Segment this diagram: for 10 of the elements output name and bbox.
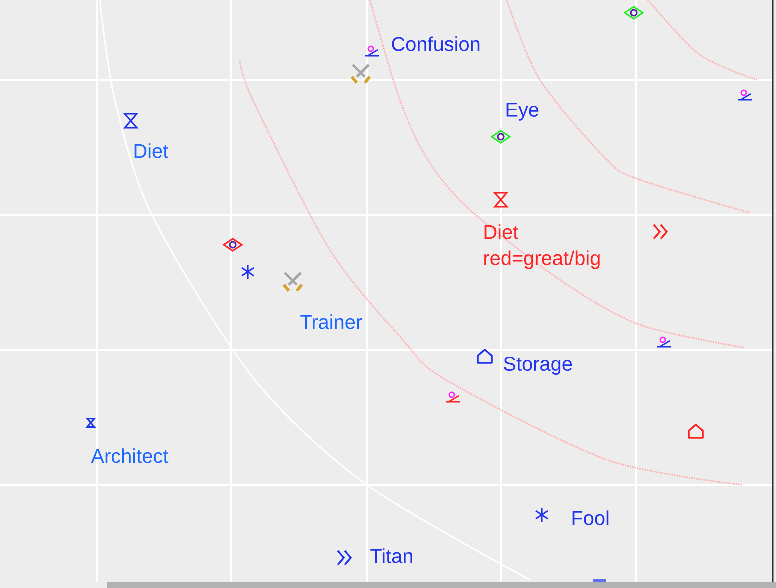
point-label: Storage bbox=[504, 356, 572, 376]
point-label: Confusion bbox=[392, 36, 480, 52]
point-label: Fool bbox=[572, 510, 609, 526]
point-label: Titan bbox=[370, 548, 412, 564]
point-label: Diet bbox=[484, 224, 518, 240]
point-label: Architect bbox=[91, 448, 169, 464]
point-label: Diet bbox=[134, 144, 168, 158]
point-label: red=great/big bbox=[484, 250, 600, 270]
point-label: Trainer bbox=[300, 314, 362, 330]
point-label: Eye bbox=[506, 103, 539, 121]
